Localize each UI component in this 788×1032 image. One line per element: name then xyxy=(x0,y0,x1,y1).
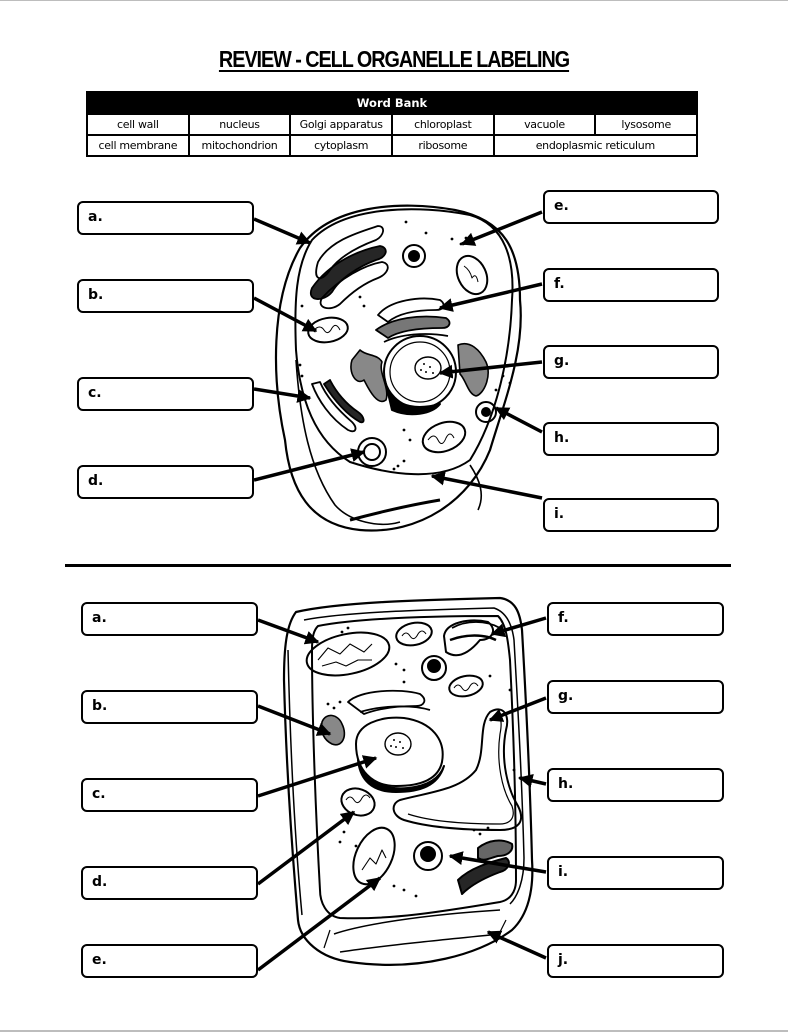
word-bank-term: chloroplast xyxy=(390,113,495,136)
label-letter: e. xyxy=(92,952,107,968)
word-bank-term: cell wall xyxy=(86,113,190,136)
plant-cell-illustration xyxy=(282,596,534,966)
plant-label-c[interactable]: c. xyxy=(81,778,258,812)
page-title: REVIEW - CELL ORGANELLE LABELING xyxy=(218,46,570,72)
animal-label-c[interactable]: c. xyxy=(77,377,254,411)
word-bank-table: Word Bank cell wall nucleus Golgi appara… xyxy=(86,91,699,157)
section-divider xyxy=(65,564,731,567)
word-bank-header: Word Bank xyxy=(86,91,698,115)
label-letter: b. xyxy=(88,287,104,303)
word-bank-term: vacuole xyxy=(492,113,597,136)
plant-label-e[interactable]: e. xyxy=(81,944,258,978)
animal-cell-illustration xyxy=(274,204,522,532)
label-letter: c. xyxy=(92,786,106,802)
animal-label-i[interactable]: i. xyxy=(543,498,719,532)
label-letter: i. xyxy=(554,506,565,522)
label-letter: d. xyxy=(88,473,104,489)
animal-label-a[interactable]: a. xyxy=(77,201,254,235)
label-letter: c. xyxy=(88,385,102,401)
word-bank-term: lysosome xyxy=(594,113,698,136)
word-bank-term: cell membrane xyxy=(86,134,190,157)
animal-label-h[interactable]: h. xyxy=(543,422,719,456)
plant-label-h[interactable]: h. xyxy=(547,768,724,802)
label-letter: g. xyxy=(558,688,574,704)
label-letter: g. xyxy=(554,353,570,369)
word-bank-term: endoplasmic reticulum xyxy=(492,134,699,157)
word-bank-term: ribosome xyxy=(390,134,495,157)
label-letter: b. xyxy=(92,698,108,714)
plant-label-i[interactable]: i. xyxy=(547,856,724,890)
plant-label-f[interactable]: f. xyxy=(547,602,724,636)
label-letter: h. xyxy=(558,776,574,792)
label-letter: e. xyxy=(554,198,569,214)
label-letter: i. xyxy=(558,864,569,880)
label-letter: d. xyxy=(92,874,108,890)
page-edge-top xyxy=(0,0,788,1)
label-letter: f. xyxy=(558,610,569,626)
word-bank-term: Golgi apparatus xyxy=(289,113,393,136)
animal-label-g[interactable]: g. xyxy=(543,345,719,379)
plant-label-g[interactable]: g. xyxy=(547,680,724,714)
plant-label-a[interactable]: a. xyxy=(81,602,258,636)
page-edge-bottom xyxy=(0,1030,788,1032)
plant-cell-arrows xyxy=(256,616,547,972)
word-bank-term: nucleus xyxy=(187,113,292,136)
animal-label-d[interactable]: d. xyxy=(77,465,254,499)
animal-label-f[interactable]: f. xyxy=(543,268,719,302)
label-letter: a. xyxy=(88,209,103,225)
label-letter: f. xyxy=(554,276,565,292)
word-bank-term: cytoplasm xyxy=(289,134,393,157)
animal-cell-arrows xyxy=(253,210,543,500)
label-letter: j. xyxy=(558,952,569,968)
animal-label-b[interactable]: b. xyxy=(77,279,254,313)
plant-label-d[interactable]: d. xyxy=(81,866,258,900)
word-bank-term: mitochondrion xyxy=(187,134,292,157)
plant-label-j[interactable]: j. xyxy=(547,944,724,978)
plant-label-b[interactable]: b. xyxy=(81,690,258,724)
label-letter: h. xyxy=(554,430,570,446)
animal-label-e[interactable]: e. xyxy=(543,190,719,224)
label-letter: a. xyxy=(92,610,107,626)
